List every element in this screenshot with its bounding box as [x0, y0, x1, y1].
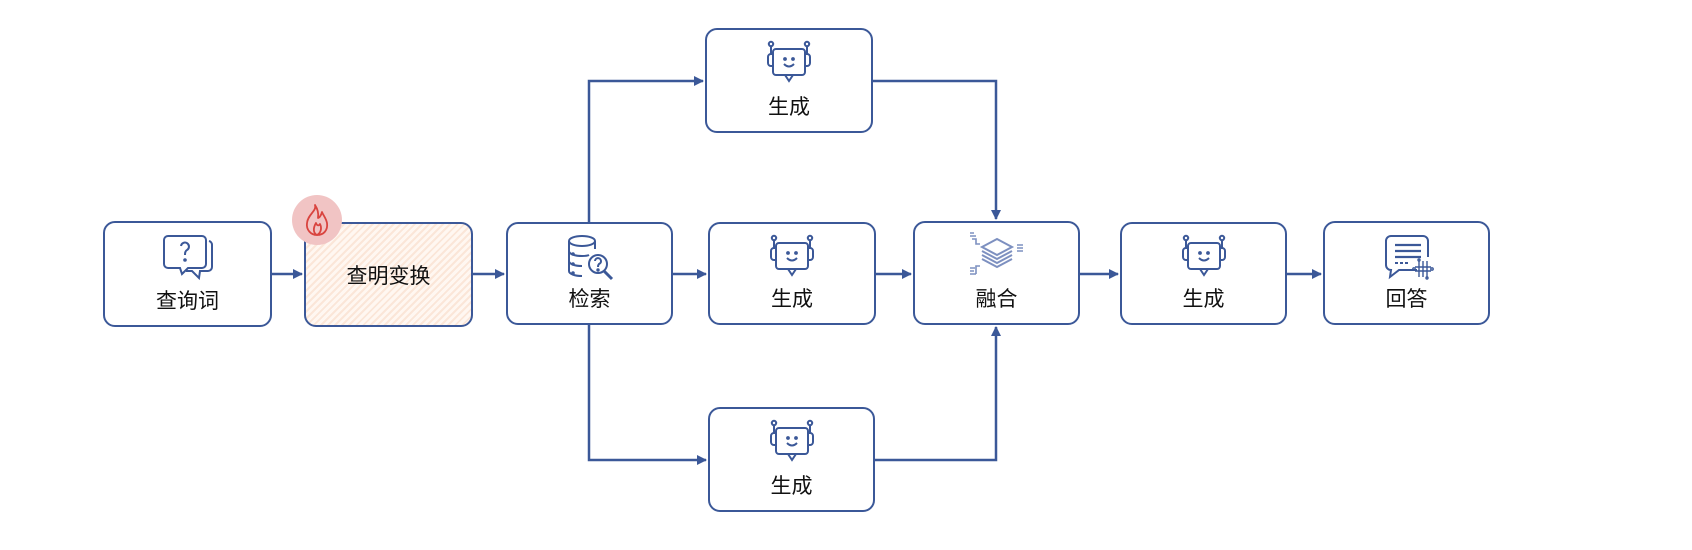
- robot-chat-icon: [767, 40, 811, 83]
- node-fuse[interactable]: 融合: [913, 221, 1080, 325]
- node-label: 检索: [568, 287, 611, 311]
- node-label: 生成: [1182, 287, 1225, 311]
- robot-chat-icon: [769, 419, 814, 462]
- node-label: 生成: [771, 287, 813, 311]
- ai-message-icon: [1384, 235, 1434, 280]
- robot-chat-icon: [770, 234, 814, 277]
- hot-badge: [292, 195, 342, 245]
- node-retrieve[interactable]: 检索: [506, 222, 673, 325]
- node-label: 生成: [768, 95, 810, 119]
- node-query[interactable]: 查询词: [103, 221, 272, 327]
- database-search-icon: [567, 235, 613, 281]
- layers-icon: [969, 232, 1023, 275]
- edge-generate-top-to-fuse: [873, 79, 1001, 220]
- node-generate-mid[interactable]: 生成: [708, 222, 876, 325]
- node-answer[interactable]: 回答: [1323, 221, 1490, 325]
- question-chat-icon: [162, 235, 213, 281]
- edge-generate-bottom-to-fuse: [875, 326, 1001, 462]
- node-generate-final[interactable]: 生成: [1120, 222, 1287, 325]
- node-label: 融合: [975, 287, 1018, 311]
- robot-chat-icon: [1181, 234, 1226, 277]
- node-label: 回答: [1385, 287, 1428, 311]
- node-generate-top[interactable]: 生成: [705, 28, 873, 133]
- edge-retrieve-to-generate-top: [587, 76, 704, 222]
- node-label: 生成: [770, 474, 813, 498]
- node-generate-bottom[interactable]: 生成: [708, 407, 875, 512]
- fire-icon: [305, 204, 329, 236]
- edge-retrieve-to-generate-bottom: [587, 325, 707, 465]
- node-label: 查明变换: [346, 263, 431, 288]
- node-label: 查询词: [156, 289, 219, 313]
